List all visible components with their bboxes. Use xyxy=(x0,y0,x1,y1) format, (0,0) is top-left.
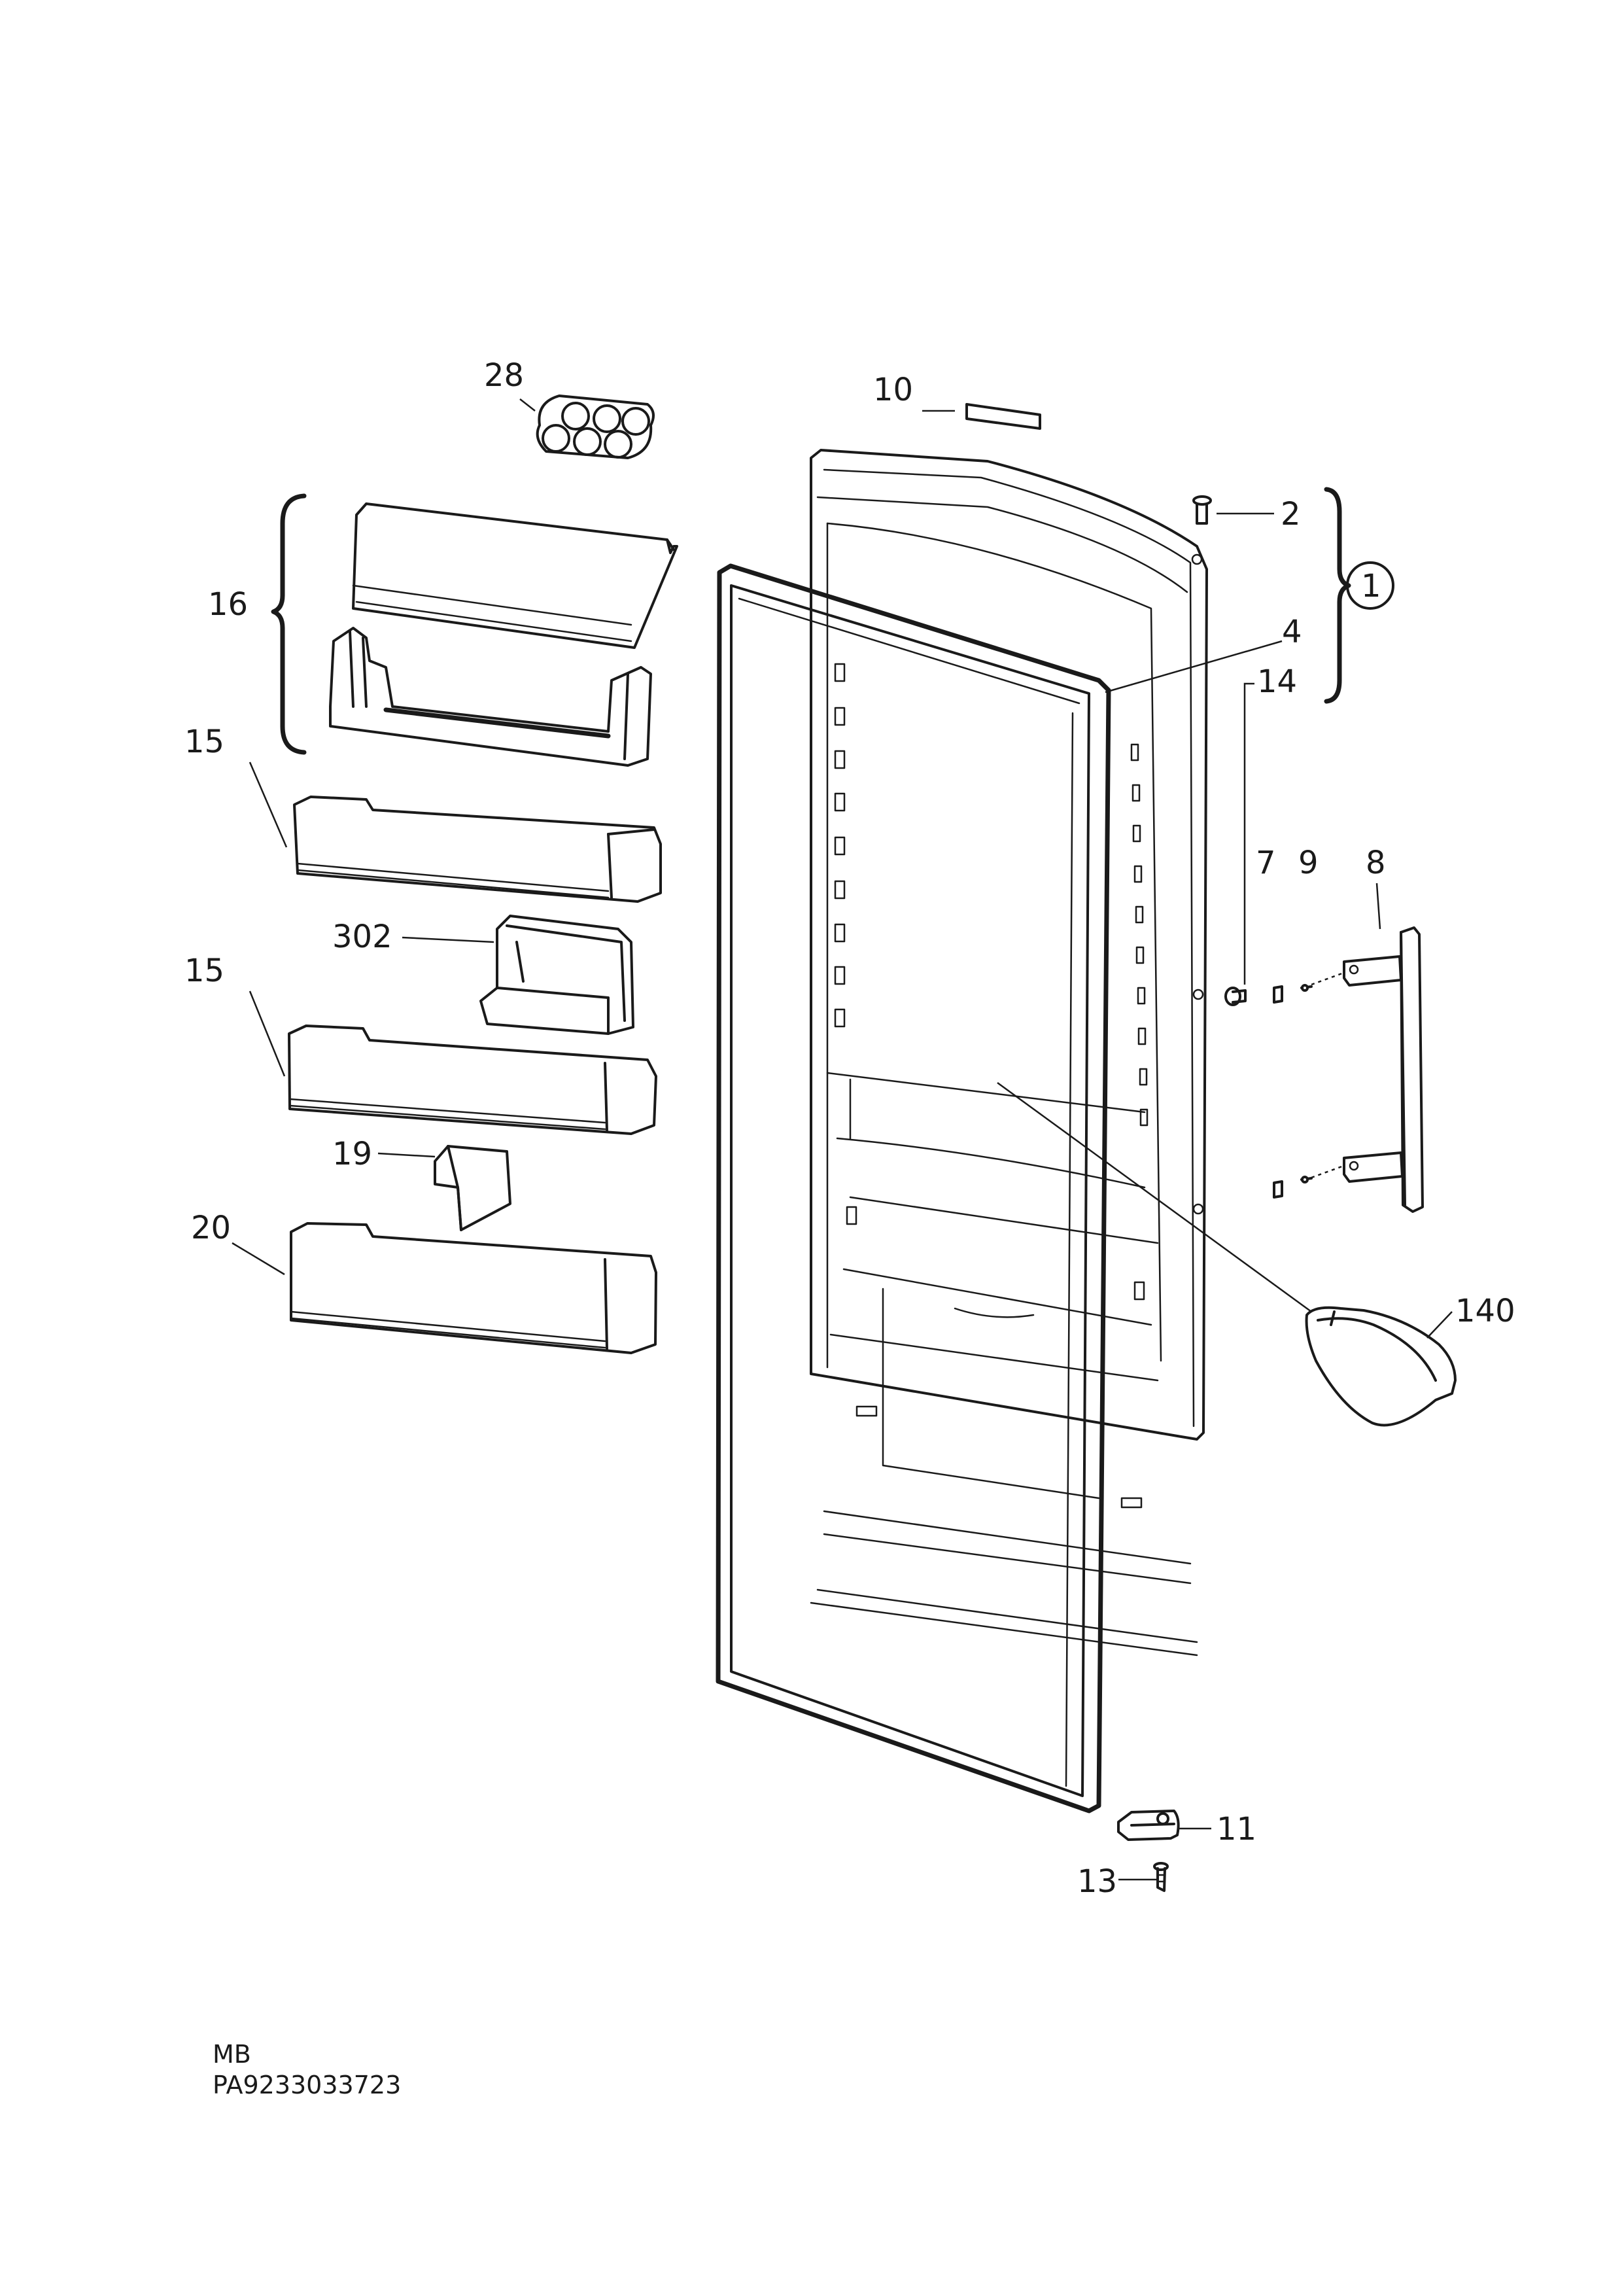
callout-1-circle xyxy=(1346,561,1394,610)
screw-cover-cap xyxy=(1273,985,1283,1199)
callout-4: 4 xyxy=(1282,614,1302,650)
handle-stud xyxy=(1224,987,1247,1006)
callout-16: 16 xyxy=(208,586,248,623)
door-bin-upper xyxy=(293,796,662,903)
upper-door-bin-with-lid xyxy=(329,502,678,767)
callout-15-upper: 15 xyxy=(184,724,224,760)
model-label: MB xyxy=(213,2040,251,2069)
callout-19: 19 xyxy=(332,1136,372,1172)
callout-28: 28 xyxy=(484,357,524,394)
callout-2: 2 xyxy=(1281,496,1301,533)
door-inner-liner xyxy=(810,449,1208,1656)
door-handle xyxy=(1343,926,1424,1213)
door-gasket xyxy=(716,563,1111,1813)
leader-lines xyxy=(232,398,1453,1881)
callout-9: 9 xyxy=(1298,845,1319,881)
callout-7: 7 xyxy=(1256,845,1276,881)
top-hinge-pin xyxy=(1192,495,1212,525)
door-bin-lower xyxy=(288,1025,657,1135)
egg-tray xyxy=(536,394,655,459)
callout-11: 11 xyxy=(1217,1811,1256,1848)
callout-10: 10 xyxy=(873,372,913,408)
callout-8: 8 xyxy=(1366,845,1386,881)
callout-20: 20 xyxy=(191,1210,231,1246)
handle-screws xyxy=(1300,970,1348,1183)
curved-door-bin xyxy=(1305,1306,1457,1427)
callout-302: 302 xyxy=(332,919,392,955)
hinge-screw xyxy=(1153,1862,1169,1892)
callout-1: 1 xyxy=(1361,568,1381,604)
lower-hinge-bracket xyxy=(1117,1810,1180,1841)
callout-15-lower: 15 xyxy=(184,953,224,989)
bottom-door-bin xyxy=(290,1222,657,1354)
callout-14: 14 xyxy=(1257,663,1297,700)
callout-labels: 28 10 2 1 4 14 16 15 7 9 8 302 15 19 20 … xyxy=(184,357,1515,1900)
bin-divider xyxy=(434,1145,511,1231)
group-bracket-1 xyxy=(1324,487,1351,704)
callout-13: 13 xyxy=(1077,1863,1117,1900)
callout-140: 140 xyxy=(1455,1293,1515,1329)
small-door-tray xyxy=(479,915,634,1035)
group-bracket-16 xyxy=(271,493,307,755)
top-cover-plate xyxy=(965,403,1041,430)
part-code-label: PA9233033723 xyxy=(213,2071,402,2099)
